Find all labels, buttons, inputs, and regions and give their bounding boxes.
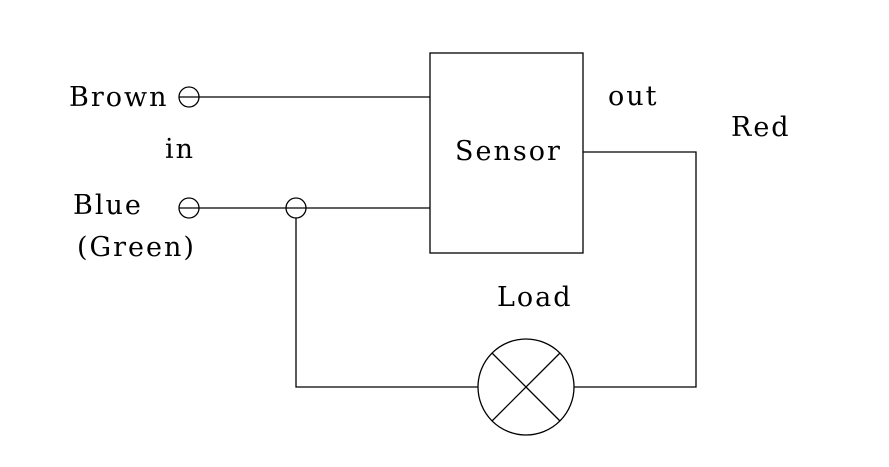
lamp-icon — [477, 338, 575, 436]
label-in: in — [165, 134, 195, 165]
label-sensor: Sensor — [455, 136, 562, 167]
wire-load-return — [295, 218, 478, 388]
label-out: out — [608, 81, 659, 112]
wire-red-out — [574, 151, 697, 388]
label-blue: Blue — [73, 190, 143, 221]
label-brown: Brown — [69, 82, 169, 113]
sensor-box — [429, 52, 584, 254]
label-green: (Green) — [77, 232, 196, 263]
label-load: Load — [497, 282, 573, 313]
label-red: Red — [731, 112, 791, 143]
